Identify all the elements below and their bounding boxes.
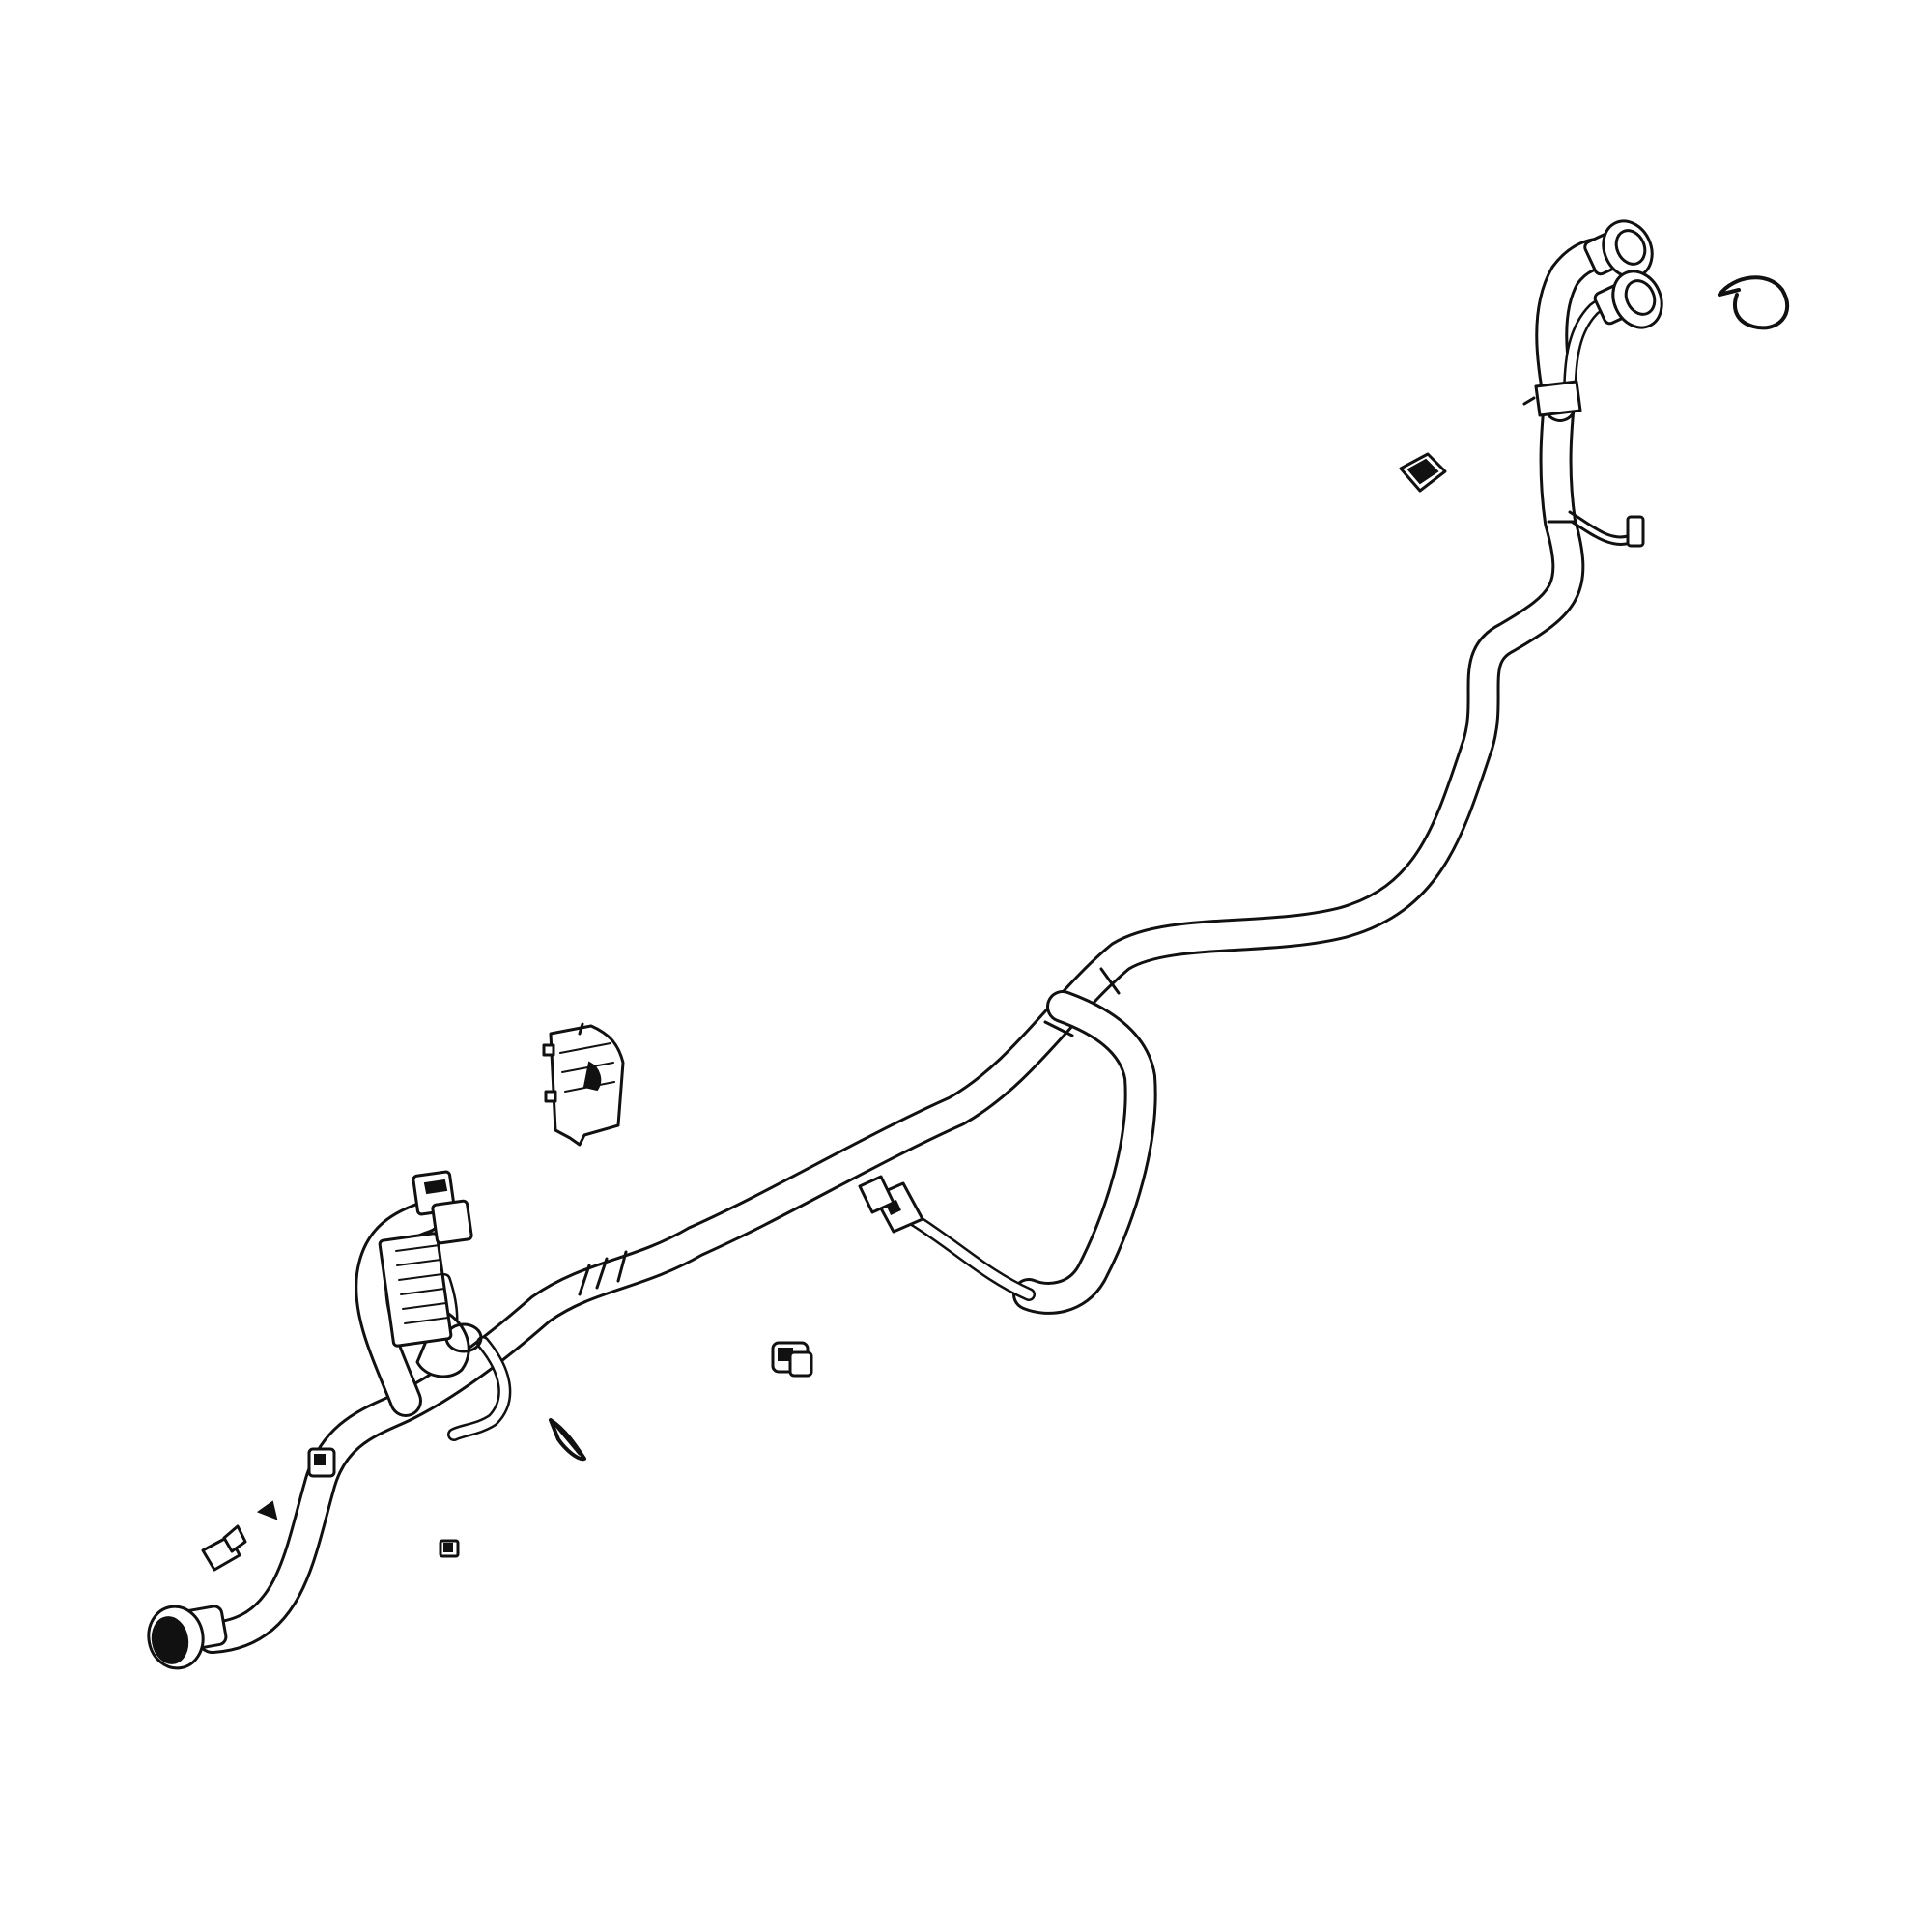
square-clip-small bbox=[439, 1539, 460, 1558]
round-connector-upper-2 bbox=[1593, 270, 1663, 329]
grommet-lower-center bbox=[771, 1341, 813, 1378]
small-connector-left-branch bbox=[307, 1447, 336, 1478]
pigtail-right-wire bbox=[1568, 510, 1645, 548]
bracket-connector-left bbox=[201, 1524, 247, 1572]
cable-tie-ring-icon bbox=[1718, 275, 1790, 330]
lower-left-connector-bundle bbox=[355, 1201, 512, 1441]
multi-pin-connector-block bbox=[378, 1170, 473, 1348]
push-pin-small bbox=[256, 1500, 278, 1520]
main-harness-trunk bbox=[196, 370, 1585, 1654]
end-connector-bottom-left bbox=[147, 1605, 228, 1670]
middle-loop-branch bbox=[906, 990, 1157, 1315]
connector-middle-branch bbox=[858, 1175, 924, 1234]
spring-clip bbox=[549, 1418, 586, 1462]
clip-upper-branch bbox=[1522, 380, 1582, 417]
control-module bbox=[542, 1022, 625, 1147]
grommet-loose-upper bbox=[1399, 452, 1447, 493]
